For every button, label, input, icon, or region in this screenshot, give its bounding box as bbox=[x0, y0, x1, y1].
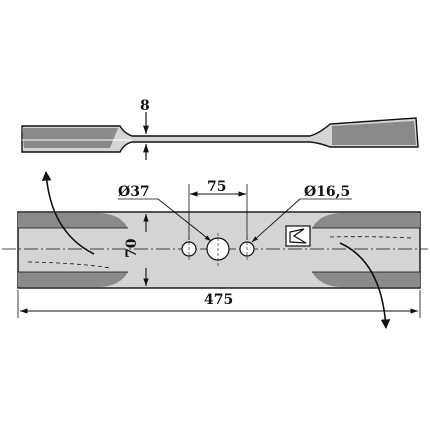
dia37-label: Ø37 bbox=[118, 184, 150, 200]
top-view: 70 75 Ø37 Ø16,5 475 bbox=[2, 171, 428, 329]
rotation-arrow-right-icon bbox=[339, 242, 391, 329]
left-bevel-bottom bbox=[18, 272, 128, 287]
rotation-arrow-left-icon bbox=[41, 171, 95, 255]
left-hidden-line bbox=[27, 261, 111, 269]
dia37-leader bbox=[157, 198, 212, 242]
right-bevel-top bbox=[312, 213, 420, 228]
right-bevel-bottom bbox=[312, 272, 420, 287]
side-view-bevel-right bbox=[332, 121, 416, 145]
spacing-label: 75 bbox=[207, 179, 226, 195]
length-label: 475 bbox=[204, 292, 233, 308]
dia16-leader bbox=[251, 198, 301, 243]
left-bevel-top bbox=[18, 213, 128, 228]
side-view-profile bbox=[21, 117, 419, 153]
right-hidden-line bbox=[329, 236, 413, 239]
side-view-bevel-left bbox=[22, 128, 118, 148]
thickness-label: 8 bbox=[140, 98, 150, 114]
width-label: 70 bbox=[124, 238, 140, 258]
blade-logo-icon bbox=[285, 225, 311, 247]
dia16-label: Ø16,5 bbox=[304, 184, 350, 200]
side-view: 8 bbox=[21, 98, 419, 160]
